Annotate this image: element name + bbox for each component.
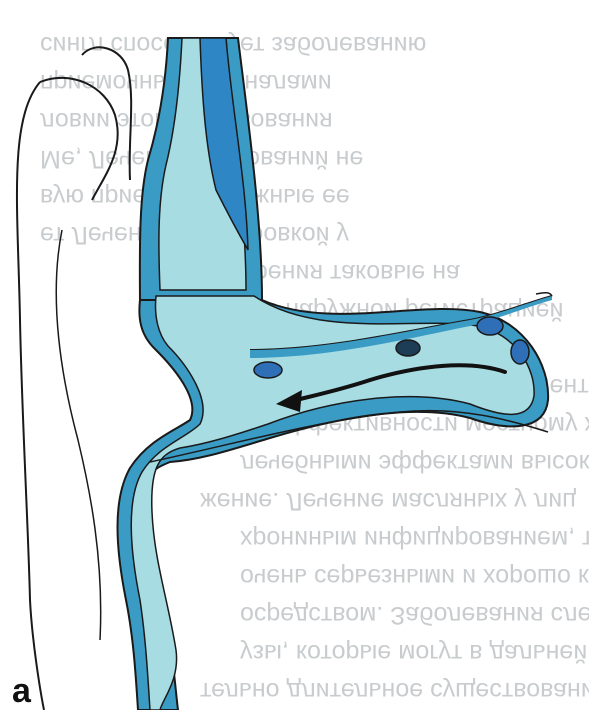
nodule-left: [254, 362, 282, 378]
chamber-lumen: [131, 296, 534, 710]
nodule-right-top: [477, 317, 503, 335]
outer-contour-top-left: [40, 78, 118, 200]
nodule-right-low: [511, 340, 529, 364]
outer-contour-left: [17, 82, 44, 710]
nodule-middle-dark: [396, 340, 420, 356]
inner-contour-thin: [56, 230, 100, 640]
right-side-stroke: [536, 293, 552, 296]
inner-fold-line: [82, 47, 131, 180]
panel-letter: a: [12, 672, 31, 710]
